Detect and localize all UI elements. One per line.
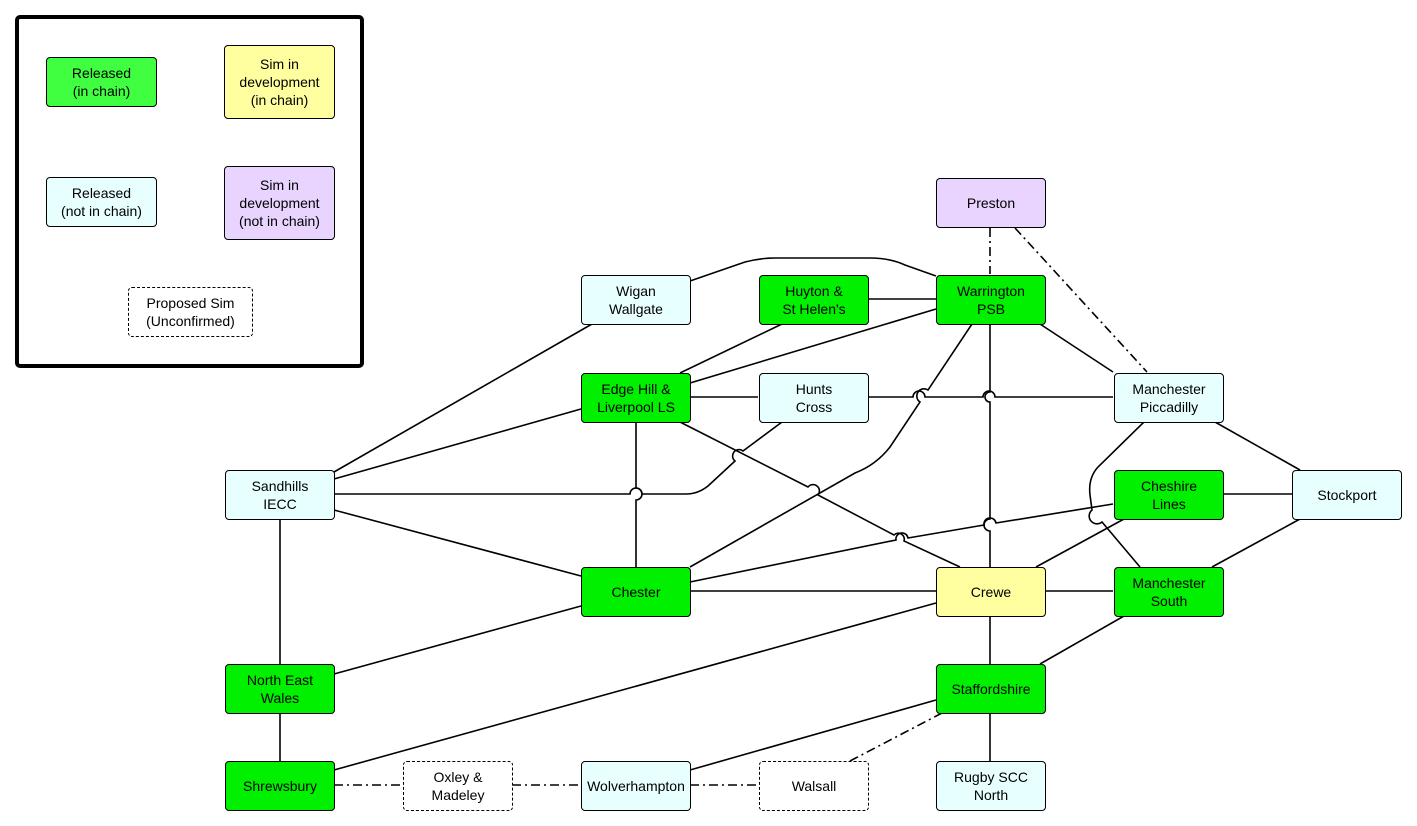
node-label: Staffordshire bbox=[951, 681, 1031, 697]
node-label: Cheshire Lines bbox=[1140, 478, 1198, 512]
line-warrington-chester bbox=[689, 323, 973, 568]
line-sandhills-chester bbox=[333, 509, 582, 577]
node-label: North East Wales bbox=[246, 672, 314, 706]
node-sandhills-iecc: Sandhills IECC bbox=[225, 470, 335, 520]
legend-label: Proposed Sim (Unconfirmed) bbox=[146, 295, 235, 329]
node-rugby-scc-north: Rugby SCC North bbox=[936, 761, 1046, 811]
legend-dev-in-chain: Sim in development (in chain) bbox=[224, 45, 335, 119]
node-warrington-psb: Warrington PSB bbox=[936, 275, 1046, 325]
node-staffordshire: Staffordshire bbox=[936, 664, 1046, 714]
node-hunts-cross: Hunts Cross bbox=[759, 373, 869, 423]
node-walsall: Walsall bbox=[759, 761, 869, 811]
node-huyton-st-helens: Huyton & St Helen's bbox=[759, 275, 869, 325]
node-label: Rugby SCC North bbox=[954, 769, 1028, 803]
node-label: Preston bbox=[966, 195, 1016, 211]
line-manpicc-stockport bbox=[1214, 421, 1301, 471]
node-shrewsbury: Shrewsbury bbox=[225, 761, 335, 811]
line-huyton-edgehill bbox=[679, 323, 783, 374]
node-north-east-wales: North East Wales bbox=[225, 664, 335, 714]
line-chester-newales bbox=[333, 605, 582, 675]
line-manpicc-mansouth bbox=[1088, 421, 1145, 568]
line-crewe-shrewsbury bbox=[333, 602, 937, 771]
node-manchester-piccadilly: Manchester Piccadilly bbox=[1114, 373, 1224, 423]
node-label: Manchester Piccadilly bbox=[1132, 381, 1206, 415]
line-walsall-staffs bbox=[849, 712, 943, 762]
node-label: Stockport bbox=[1317, 487, 1377, 503]
node-label: Huyton & St Helen's bbox=[782, 283, 846, 317]
node-label: Chester bbox=[611, 584, 661, 600]
line-stockport-mansouth bbox=[1211, 518, 1301, 568]
legend-label: Released (not in chain) bbox=[61, 185, 142, 219]
node-wolverhampton: Wolverhampton bbox=[581, 761, 691, 811]
node-label: Manchester South bbox=[1132, 575, 1206, 609]
node-label: Walsall bbox=[791, 778, 837, 794]
legend-label: Sim in development (in chain) bbox=[239, 56, 320, 108]
node-edge-hill: Edge Hill & Liverpool LS bbox=[581, 373, 691, 423]
node-stockport: Stockport bbox=[1292, 470, 1402, 520]
line-warrington-manpicc bbox=[1039, 323, 1114, 373]
legend-released-in-chain: Released (in chain) bbox=[46, 57, 157, 107]
line-edgehill-warrington bbox=[689, 308, 937, 384]
line-cheshire-chester bbox=[689, 503, 1114, 583]
line-hunts-manpicc bbox=[868, 390, 1113, 398]
legend-label: Released (in chain) bbox=[71, 65, 132, 99]
node-label: Wolverhampton bbox=[587, 778, 685, 794]
node-preston: Preston bbox=[936, 178, 1046, 228]
legend-label: Sim in development (not in chain) bbox=[239, 177, 320, 229]
line-warrington-crewe bbox=[983, 324, 991, 567]
line-wigan-warrington bbox=[689, 257, 937, 282]
line-wigan-sandhills bbox=[333, 323, 593, 473]
node-label: Wigan Wallgate bbox=[609, 283, 663, 317]
node-label: Oxley & Madeley bbox=[431, 769, 485, 803]
node-label: Shrewsbury bbox=[243, 778, 317, 794]
node-chester: Chester bbox=[581, 567, 691, 617]
node-label: Warrington PSB bbox=[957, 283, 1025, 317]
line-preston-manpicc bbox=[1014, 227, 1148, 373]
node-wigan-wallgate: Wigan Wallgate bbox=[581, 275, 691, 325]
legend-dev-not-in-chain: Sim in development (not in chain) bbox=[224, 166, 335, 240]
line-mansouth-staffs bbox=[1039, 615, 1125, 665]
legend-proposed: Proposed Sim (Unconfirmed) bbox=[128, 287, 253, 337]
node-oxley-madeley: Oxley & Madeley bbox=[403, 761, 513, 811]
node-label: Edge Hill & Liverpool LS bbox=[597, 381, 675, 415]
node-label: Sandhills IECC bbox=[251, 478, 309, 512]
line-edgehill-crewe bbox=[679, 421, 961, 568]
node-label: Crewe bbox=[970, 584, 1012, 600]
line-edgehill-chester bbox=[635, 422, 643, 567]
line-edgehill-sandhills bbox=[333, 408, 582, 480]
line-staffs-wolverhampton bbox=[689, 699, 937, 771]
line-sandhills-hunts bbox=[334, 421, 783, 495]
node-crewe: Crewe bbox=[936, 567, 1046, 617]
legend-released-not-in-chain: Released (not in chain) bbox=[46, 177, 157, 227]
node-manchester-south: Manchester South bbox=[1114, 567, 1224, 617]
node-cheshire-lines: Cheshire Lines bbox=[1114, 470, 1224, 520]
line-cheshire-crewe bbox=[1035, 518, 1125, 568]
node-label: Hunts Cross bbox=[795, 381, 833, 415]
